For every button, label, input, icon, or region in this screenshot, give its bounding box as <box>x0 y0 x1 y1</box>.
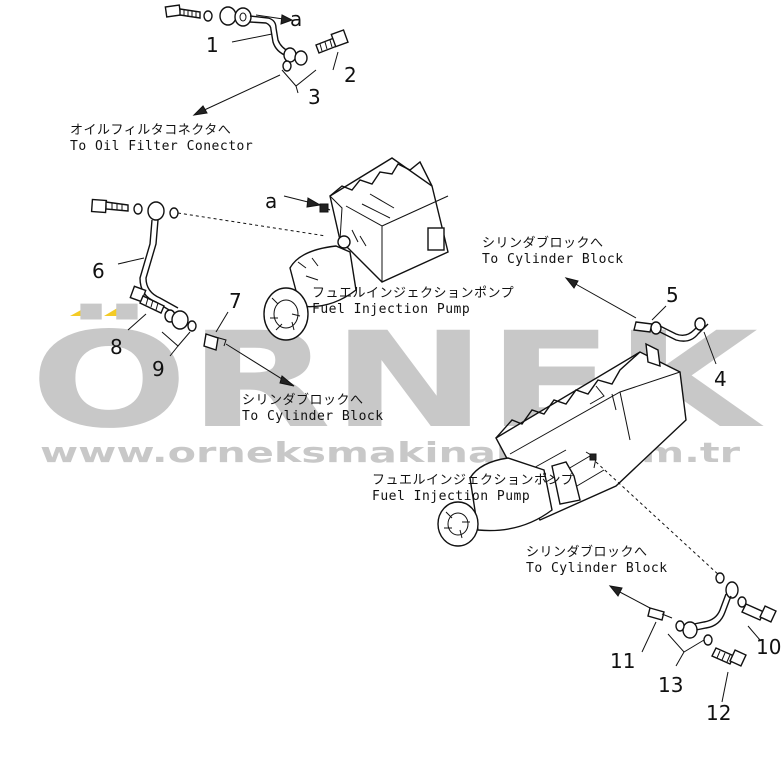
top-pipe-assembly <box>164 4 349 116</box>
caption-pump-a-en: Fuel Injection Pump <box>312 302 470 317</box>
callout-8: 8 <box>110 335 123 359</box>
pipe-6-assembly <box>90 198 327 387</box>
caption-cyl-block-b-en: To Cylinder Block <box>242 409 384 424</box>
caption-oil-filter-en: To Oil Filter Conector <box>70 139 253 154</box>
callout-3: 3 <box>308 85 321 109</box>
connector-11 <box>647 607 673 621</box>
callout-12: 12 <box>706 701 731 725</box>
pipe-10-assembly <box>595 461 777 703</box>
fuel-injection-pump-b <box>437 342 687 547</box>
washer-top-1 <box>203 10 213 22</box>
caption-cyl-block-b-jp: シリンダブロックへ <box>242 392 364 408</box>
watermark-accent-left <box>70 304 98 316</box>
caption-pump-b-en: Fuel Injection Pump <box>372 489 530 504</box>
caption-cyl-block-c-en: To Cylinder Block <box>526 561 668 576</box>
banjo-bolt-12 <box>711 647 747 667</box>
caption-pump-b-jp: フュエルインジェクションポンプ <box>372 473 574 488</box>
fuel-injection-pump-a <box>263 157 449 341</box>
caption-cyl-block-a-jp: シリンダブロックへ <box>482 235 604 251</box>
connector-7 <box>203 333 227 351</box>
callout-13: 13 <box>658 673 683 697</box>
callout-4: 4 <box>714 367 727 391</box>
callout-5: 5 <box>666 283 679 307</box>
banjo-bolt-8 <box>129 285 165 314</box>
connector-5 <box>633 321 662 335</box>
callout-10: 10 <box>756 635 781 659</box>
caption-cyl-block-c-jp: シリンダブロックへ <box>526 544 648 560</box>
caption-cyl-block-a-en: To Cylinder Block <box>482 252 624 267</box>
banjo-bolt-top <box>164 4 201 19</box>
caption-oil-filter-jp: オイルフィルタコネクタへ <box>70 123 231 138</box>
callout-2: 2 <box>344 63 357 87</box>
callout-9: 9 <box>152 357 165 381</box>
callout-1: 1 <box>206 33 219 57</box>
banjo-bolt-10 <box>741 603 777 623</box>
union-bolt-2 <box>315 29 349 54</box>
caption-pump-a-jp: フュエルインジェクションポンプ <box>312 286 514 301</box>
callout-a-mid: a <box>265 189 277 213</box>
callout-11: 11 <box>610 649 635 673</box>
pipe-4-assembly <box>564 277 717 365</box>
callout-a-top: a <box>290 7 302 31</box>
watermark-accent-right <box>104 304 130 316</box>
callout-6: 6 <box>92 259 105 283</box>
callout-7: 7 <box>229 289 242 313</box>
